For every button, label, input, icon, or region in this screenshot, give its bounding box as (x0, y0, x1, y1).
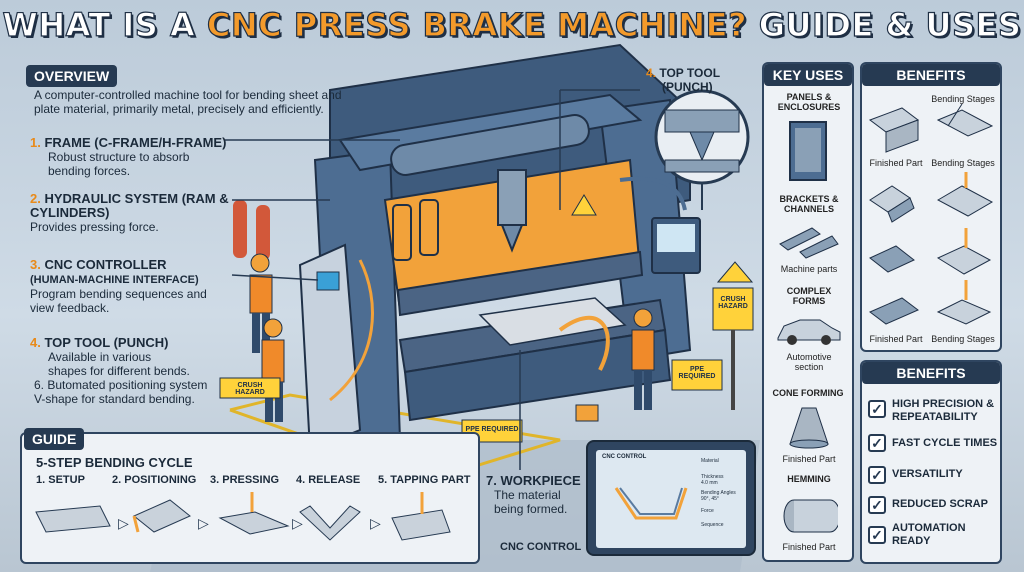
bending-cycle-title: 5-STEP BENDING CYCLE (36, 455, 193, 470)
benefit-versatility: VERSATILITY (892, 468, 963, 480)
bending-steps-diagram: ▷ ▷ ▷ ▷ (35, 492, 451, 541)
check-icon: ✓ (868, 400, 886, 418)
cone-icon (789, 407, 829, 449)
step-5: 5. TAPPING PART (378, 474, 471, 486)
benefits-top-header: BENEFITS (862, 64, 1000, 86)
benefit-caption-5: Bending Stages (931, 334, 995, 344)
hem-roll-icon (783, 499, 838, 533)
benefit-automation: AUTOMATION READY (892, 522, 966, 547)
benefit-precision: HIGH PRECISION & REPEATABILITY (892, 398, 995, 423)
svg-text:▷: ▷ (118, 516, 129, 532)
use-brackets-title: BRACKETS & CHANNELS (779, 194, 839, 214)
svg-text:▷: ▷ (370, 516, 381, 532)
panel-enclosure-icon (789, 121, 827, 181)
guide-header: GUIDE (24, 428, 85, 450)
use-complex-caption: Automotive section (786, 352, 832, 372)
cnc-control-label: CNC CONTROL (500, 541, 582, 553)
check-icon: ✓ (868, 466, 886, 484)
overview-header: OVERVIEW (26, 65, 118, 87)
bracket-channel-icon (779, 227, 839, 259)
svg-text:▷: ▷ (198, 516, 209, 532)
cnc-field-force: Force (701, 508, 714, 514)
benefit-caption-3: Bending Stages (931, 158, 995, 168)
step-4: 4. RELEASE (296, 474, 361, 486)
use-cone-title: CONE FORMING (772, 388, 844, 398)
use-complex-title: COMPLEX FORMS (786, 286, 832, 306)
use-cone-caption: Finished Part (782, 454, 836, 464)
ppe-required-barrier: PPE REQUIRED (465, 426, 519, 433)
ppe-required-sign: PPE REQUIRED (678, 366, 716, 380)
use-hemming-title: HEMMING (787, 474, 831, 484)
bending-stages-drawings (868, 103, 994, 325)
cnc-part-preview (614, 487, 688, 520)
cnc-screen-title: CNC CONTROL (602, 454, 647, 460)
step-3: 3. PRESSING (210, 474, 280, 486)
key-uses-header: KEY USES (764, 64, 852, 86)
check-icon: ✓ (868, 526, 886, 544)
check-icon: ✓ (868, 496, 886, 514)
cnc-control-tablet: CNC CONTROL Material Thickness 4.0 mm Be… (586, 440, 756, 556)
guide-panel (20, 432, 480, 564)
check-icon: ✓ (868, 434, 886, 452)
overview-text: A computer-controlled machine tool for b… (34, 88, 342, 116)
step-2: 2. POSITIONING (112, 474, 197, 486)
cnc-screen: CNC CONTROL Material Thickness 4.0 mm Be… (596, 450, 746, 548)
use-hemming-caption: Finished Part (782, 542, 836, 552)
top-tool-callout: 4. TOP TOOL (PUNCH) (646, 66, 721, 94)
part-top-tool: 4. TOP TOOL (PUNCH) Available in various… (30, 335, 208, 407)
cnc-value-thickness: 4.0 mm (701, 480, 718, 486)
svg-text:▷: ▷ (292, 516, 303, 532)
part-frame: 1. FRAME (C-FRAME/H-FRAME) Robust struct… (30, 135, 227, 179)
benefit-caption-4: Finished Part (869, 334, 923, 344)
use-brackets-caption: Machine parts (780, 264, 838, 274)
cnc-field-sequence: Sequence (701, 522, 724, 528)
workpiece-label: 7. WORKPIECE The material being formed. (486, 473, 581, 517)
page-title: WHAT IS A CNC PRESS BRAKE MACHINE? GUIDE… (2, 5, 1022, 44)
benefit-caption-1: Bending Stages (931, 94, 995, 104)
benefits-header: BENEFITS (862, 362, 1000, 384)
cnc-value-bending-angles: 90°, 45° (701, 496, 719, 502)
benefit-caption-2: Finished Part (869, 158, 923, 168)
use-panels-title: PANELS & ENCLOSURES (777, 92, 841, 112)
benefit-fast-cycle: FAST CYCLE TIMES (892, 437, 998, 449)
crush-hazard-sign: CRUSH HAZARD (718, 296, 748, 310)
step-1: 1. SETUP (36, 474, 85, 486)
part-hydraulic: 2. HYDRAULIC SYSTEM (RAM & CYLINDERS) Pr… (30, 191, 229, 235)
crush-hazard-barrier: CRUSH HAZARD (235, 382, 265, 396)
cnc-field-material: Material (701, 458, 719, 464)
benefit-reduced-scrap: REDUCED SCRAP (892, 498, 988, 510)
car-icon (777, 319, 841, 345)
part-cnc-controller: 3. CNC CONTROLLER (HUMAN-MACHINE INTERFA… (30, 257, 207, 316)
cnc-field-bending-angles: Bending Angles (701, 490, 736, 496)
cnc-field-thickness: Thickness (701, 474, 724, 480)
